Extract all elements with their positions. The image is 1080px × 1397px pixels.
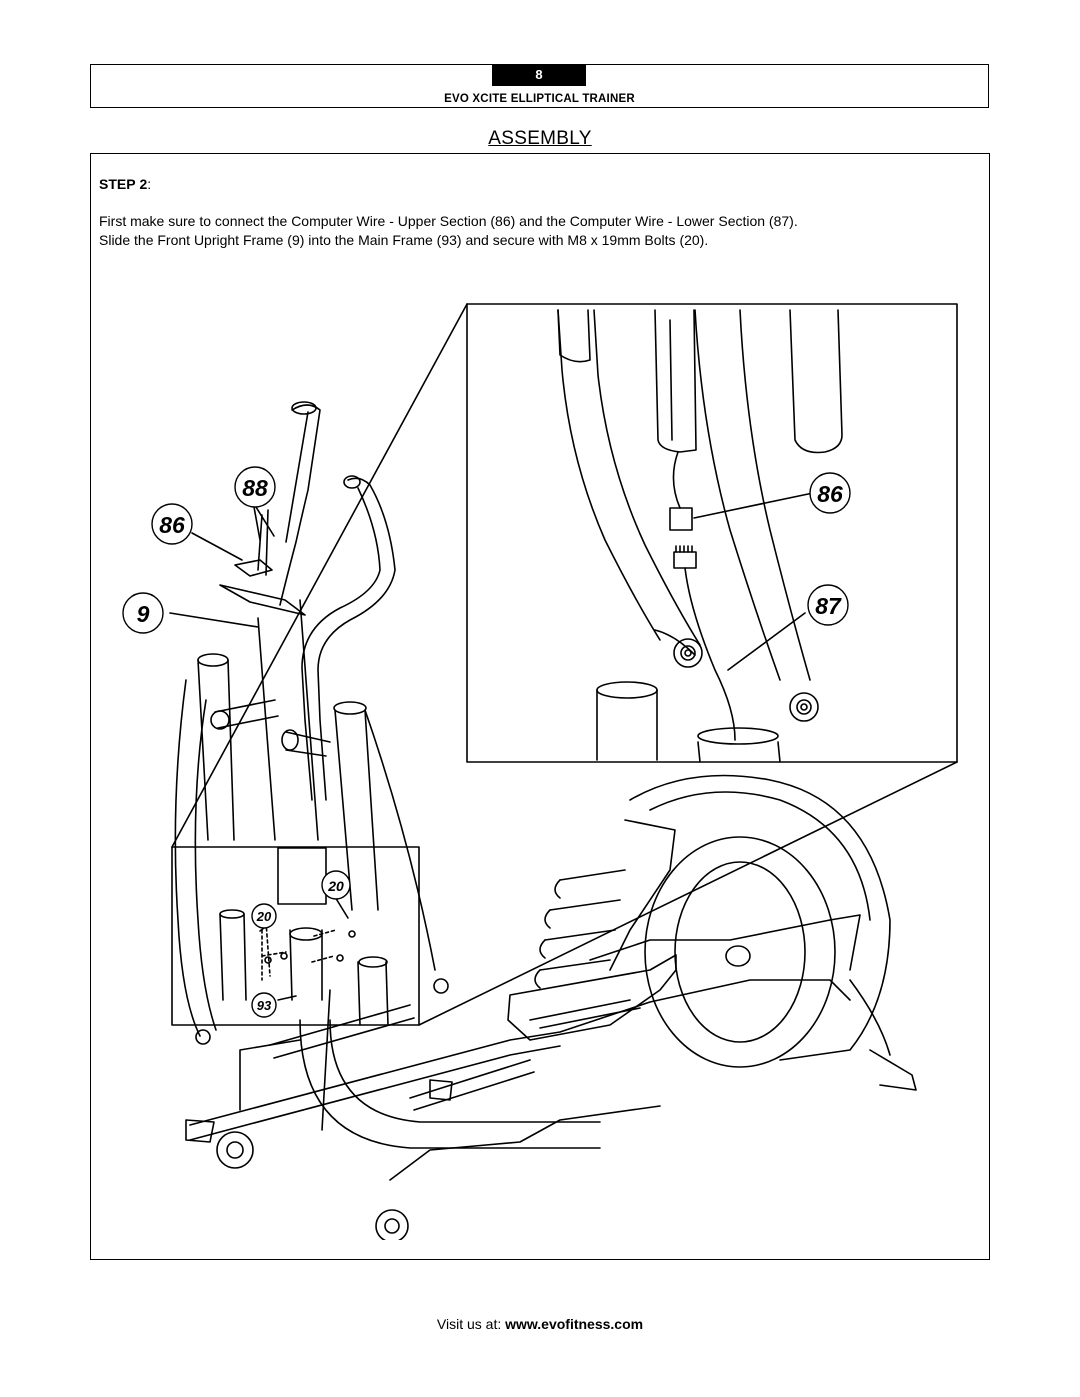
footer: Visit us at: www.evofitness.com [0, 1316, 1080, 1332]
step-heading: STEP 2: [99, 176, 152, 192]
callout-88: 88 [242, 475, 268, 501]
step-label: STEP [99, 176, 136, 192]
document-title: EVO XCITE ELLIPTICAL TRAINER [444, 93, 635, 105]
detail-inset-frame [466, 303, 958, 763]
footer-prefix: Visit us at: [436, 1316, 506, 1332]
callout-86-main: 86 [159, 512, 185, 538]
callout-93: 93 [257, 998, 272, 1013]
content-frame [90, 153, 990, 1260]
instruction-line-2: Slide the Front Upright Frame (9) into t… [99, 232, 709, 248]
callout-20-right: 20 [327, 878, 344, 894]
instruction-line-1: First make sure to connect the Computer … [99, 213, 798, 229]
zoom-area-frame [171, 846, 420, 1026]
callout-9: 9 [137, 601, 150, 627]
callout-87-detail: 87 [815, 593, 842, 619]
step-number: 2 [139, 176, 148, 192]
footer-url[interactable]: www.evofitness.com [505, 1316, 644, 1332]
callout-20-left: 20 [256, 909, 272, 924]
callout-86-detail: 86 [817, 481, 843, 507]
section-title: ASSEMBLY [488, 128, 592, 149]
page-number-badge: 8 [492, 64, 586, 86]
assembly-diagram: 88 86 9 20 20 93 86 87 [122, 303, 958, 1240]
